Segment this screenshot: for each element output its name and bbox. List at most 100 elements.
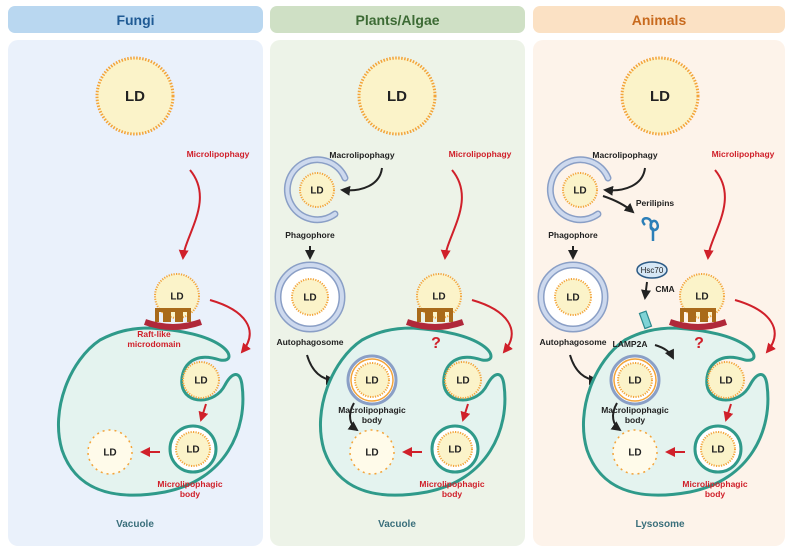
animals-docking-lipid-droplet: LD — [679, 273, 725, 319]
animals-question-mark: ? — [694, 335, 704, 352]
animals-microlipophagy-arrow — [703, 169, 726, 260]
raft-protein — [155, 308, 167, 322]
digested-ld-icon — [349, 429, 395, 475]
ld-label: LD — [303, 293, 316, 304]
raft-microdomain-icon — [143, 308, 203, 330]
ld-label: LD — [310, 186, 323, 197]
ld-label: LD — [628, 376, 641, 387]
plants-macrobody-label-2: body — [362, 415, 383, 425]
digested-ld-icon — [612, 429, 658, 475]
lipid-droplet-icon — [154, 273, 200, 319]
raft-protein — [692, 308, 704, 322]
plants-header-title: Plants/Algae — [355, 11, 440, 28]
raft-label-line2: microdomain — [127, 339, 180, 349]
raft-protein — [704, 308, 716, 322]
raft-membrane-segment — [668, 319, 728, 330]
ld-label: LD — [650, 88, 670, 105]
animals-engulf-arrow — [734, 299, 776, 354]
plants-engulfing-lipid-droplet: LD — [444, 361, 482, 399]
plants-question-mark: ? — [431, 335, 441, 352]
phagophore-inner — [285, 157, 347, 222]
digested-lipid-droplet: LD — [87, 429, 133, 475]
lipid-droplet-icon — [416, 273, 462, 319]
fungi-budding-arrow — [198, 403, 209, 422]
raft-protein — [167, 308, 179, 322]
animals-microbody-label-2: body — [705, 489, 726, 499]
animals-autophagosome-label: Autophagosome — [539, 337, 606, 347]
animals-macrolipophagy-label: Macrolipophagy — [592, 150, 657, 160]
animals-engulfing-lipid-droplet: LD — [707, 361, 745, 399]
ld-label: LD — [194, 376, 207, 387]
animals-macrolipophagy-arrow — [603, 167, 646, 196]
ld-label: LD — [432, 292, 445, 303]
raft-protein — [429, 308, 441, 322]
animals-budding-arrow — [723, 403, 734, 422]
raft-membrane-segment — [143, 319, 203, 330]
plants-macrolipophagy-label: Macrolipophagy — [329, 150, 394, 160]
raft-microdomain-icon — [405, 308, 465, 330]
animals-microlipophagy-label: Microlipophagy — [712, 149, 775, 159]
plants-microlipophagy-arrow — [440, 169, 463, 260]
lipid-droplet-icon — [617, 362, 653, 398]
lamp2a-channel-icon — [638, 310, 653, 330]
plants-budding-arrow — [460, 403, 471, 422]
animals-hsc70-label: Hsc70 — [641, 266, 664, 275]
lipid-droplet-icon — [95, 56, 175, 136]
ld-label: LD — [448, 445, 461, 456]
animals-phagophore-label: Phagophore — [548, 230, 598, 240]
autophagosome-lipid-droplet: LD — [291, 278, 329, 316]
phagophore-icon — [546, 156, 612, 224]
animals-cma-arrow — [641, 281, 651, 300]
ld-label: LD — [695, 292, 708, 303]
ld-label: LD — [387, 88, 407, 105]
lipid-droplet-icon — [620, 56, 700, 136]
fungi-compartment-label: Vacuole — [116, 519, 154, 530]
raft-membrane-segment — [405, 319, 465, 330]
perilipin-protein-icon — [641, 217, 660, 241]
raft-protein — [417, 308, 429, 322]
macrolipophagic-inner — [613, 358, 657, 402]
ld-label: LD — [170, 292, 183, 303]
macrolipophagic-inner — [350, 358, 394, 402]
ld-label: LD — [125, 88, 145, 105]
hsc70-chaperone-icon — [636, 261, 668, 279]
lipid-droplet-icon — [562, 172, 598, 208]
lipid-droplet-icon — [679, 273, 725, 319]
autophagosome-inner — [539, 263, 607, 331]
phagophore-lipid-droplet: LD — [299, 172, 335, 208]
microlipophagic-body: LD — [693, 424, 743, 474]
lipid-droplet-icon — [357, 56, 437, 136]
fungi-microlipophagy-arrow — [178, 169, 201, 260]
animals-macrobody-label-1: Macrolipophagic — [601, 405, 669, 415]
animals-perilipins-label: Perilipins — [636, 198, 675, 208]
digested-ld-icon — [87, 429, 133, 475]
plants-engulf-arrow — [471, 299, 513, 354]
lipid-droplet-icon — [444, 361, 482, 399]
fungi-microbody-label-1: Microlipophagic — [157, 479, 222, 489]
plants-microbody-label-2: body — [442, 489, 463, 499]
lipid-droplet-icon — [700, 431, 736, 467]
phagophore-inner — [548, 157, 610, 222]
raft-label-line1: Raft-like — [137, 329, 171, 339]
lipid-droplet-icon — [291, 278, 329, 316]
animals-cma-label: CMA — [655, 284, 674, 294]
lipid-droplet-icon — [299, 172, 335, 208]
macrolipophagic-lipid-droplet: LD — [617, 362, 653, 398]
fungi-engulf-arrow — [209, 299, 251, 354]
phagophore-icon — [283, 156, 349, 224]
ld-label: LD — [711, 445, 724, 456]
autophagosome-inner — [276, 263, 344, 331]
plants-macro-degradation-arrow — [347, 402, 359, 432]
animals-fusion-arrow — [569, 354, 599, 385]
raft-protein — [680, 308, 692, 322]
animals-header: Animals — [533, 6, 785, 33]
digested-lipid-droplet: LD — [349, 429, 395, 475]
ld-label: LD — [365, 376, 378, 387]
fungi-top-lipid-droplet: LD — [95, 56, 175, 136]
lipid-droplet-icon — [182, 361, 220, 399]
raft-microdomain-icon — [668, 308, 728, 330]
plants-microbody-label-1: Microlipophagic — [419, 479, 484, 489]
animals-microbody-label-1: Microlipophagic — [682, 479, 747, 489]
plants-docking-lipid-droplet: LD — [416, 273, 462, 319]
